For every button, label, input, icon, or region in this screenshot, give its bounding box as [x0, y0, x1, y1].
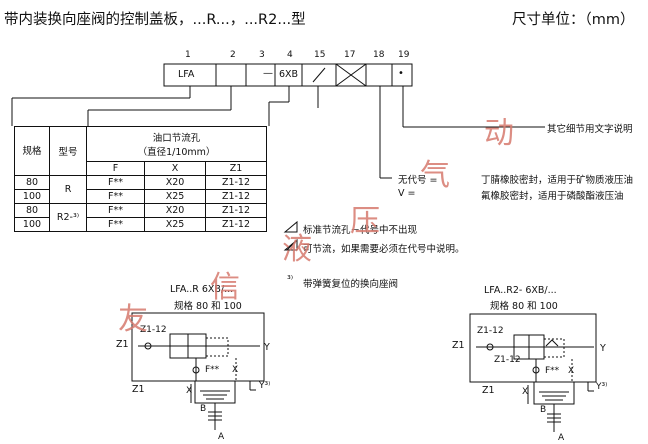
- diagram-2-label: X: [522, 387, 529, 397]
- diagram-1-label: X: [186, 386, 193, 396]
- code-field-dot: •: [398, 68, 404, 79]
- pos-number: 4: [287, 50, 293, 60]
- diagram-2-label: Y: [600, 343, 606, 354]
- diagram-1-label: X: [232, 365, 239, 375]
- diagram-1-frame: [131, 312, 265, 382]
- diagram-1-label: Z1: [132, 384, 145, 395]
- note-standard-orifice: 标准节流孔－代号中不出现: [303, 225, 418, 236]
- seal-code-2: V =: [398, 188, 416, 199]
- table-row: 100 F** X25 Z1-12: [14, 217, 267, 232]
- seal-code-1: 无代号 =: [398, 175, 438, 186]
- unit-label: 尺寸单位：（mm）: [512, 12, 635, 28]
- watermark-char: 动: [484, 116, 514, 151]
- footnote-text: 带弹簧复位的换向座阀: [303, 279, 399, 290]
- pos-number: 2: [230, 50, 236, 60]
- col-f: F: [86, 161, 145, 176]
- col-x: X: [144, 161, 206, 176]
- diagram-1-label: Y³⁾: [259, 381, 271, 391]
- diagram-2-label: Z1: [482, 385, 495, 396]
- diagram-1-label: F**: [205, 365, 220, 375]
- table-row: 80 R2-³⁾ F** X20 Z1-12: [14, 203, 267, 232]
- diagram-2-label: B: [540, 405, 547, 415]
- watermark-char: 信: [210, 270, 240, 305]
- diagram-1-label: Z1: [116, 339, 129, 350]
- diagram-2-label: X: [568, 366, 575, 376]
- seal-desc-1: 丁腈橡胶密封，适用于矿物质液压油: [481, 175, 634, 186]
- diagram-1-title: LFA..R 6XB/...: [170, 284, 234, 295]
- order-code-frame: [163, 63, 413, 87]
- diagram-1-label: Z1-12: [140, 325, 167, 335]
- diagram-2-frame: [469, 313, 597, 383]
- watermark-char: 友: [118, 302, 148, 337]
- col-z1: Z1: [205, 161, 267, 176]
- diagram-1-label: A: [218, 432, 225, 442]
- watermark-char: 压: [350, 204, 380, 239]
- diagram-1-label: Y: [264, 342, 270, 353]
- other-details-label: 其它细节用文字说明: [547, 124, 633, 135]
- diagram-2-subtitle: 规格 80 和 100: [490, 301, 558, 312]
- diagram-2-label: Z1-12: [477, 326, 504, 336]
- watermark-char: 液: [282, 232, 312, 267]
- page-title: 带内装换向座阀的控制盖板，...R...，...R2...型: [4, 12, 306, 28]
- diagram-2-label: Z1-12: [494, 355, 521, 365]
- pos-number: 18: [373, 50, 385, 60]
- diagram-1-label: B: [200, 404, 207, 414]
- seal-desc-2: 氟橡胶密封，适用于磷酸酯液压油: [481, 191, 624, 202]
- note-adjustable: 可节流，如果需要必须在代号中说明。: [303, 244, 465, 255]
- pos-number: 15: [314, 50, 326, 60]
- code-field-lfa: LFA: [178, 69, 195, 80]
- header-orifice: 油口节流孔 （直径1/10mm）: [86, 126, 267, 162]
- pos-number: 3: [259, 50, 265, 60]
- header-size: 规格: [14, 126, 50, 176]
- pos-number: 17: [344, 50, 356, 60]
- table-row: 80 R F** X20 Z1-12: [14, 175, 267, 204]
- diagram-1-subtitle: 规格 80 和 100: [174, 301, 242, 312]
- pos-number: 1: [185, 50, 191, 60]
- header-type: 型号: [49, 126, 87, 176]
- diagram-2-label: Y³⁾: [596, 382, 608, 392]
- footnote-mark: ³⁾: [287, 274, 294, 285]
- spec-table: 规格 型号 油口节流孔 （直径1/10mm） F X Z1 80 R F** X…: [14, 126, 267, 232]
- watermark-char: 气: [420, 158, 450, 193]
- pos-number: 19: [398, 50, 410, 60]
- code-field-6xb: 6XB: [279, 69, 299, 80]
- diagram-2-title: LFA..R2- 6XB/...: [484, 285, 557, 296]
- diagram-2-label: Z1: [452, 340, 465, 351]
- code-field-dash: —: [263, 68, 273, 79]
- diagram-2-label: A: [558, 433, 565, 443]
- diagram-2-label: F**: [545, 366, 560, 376]
